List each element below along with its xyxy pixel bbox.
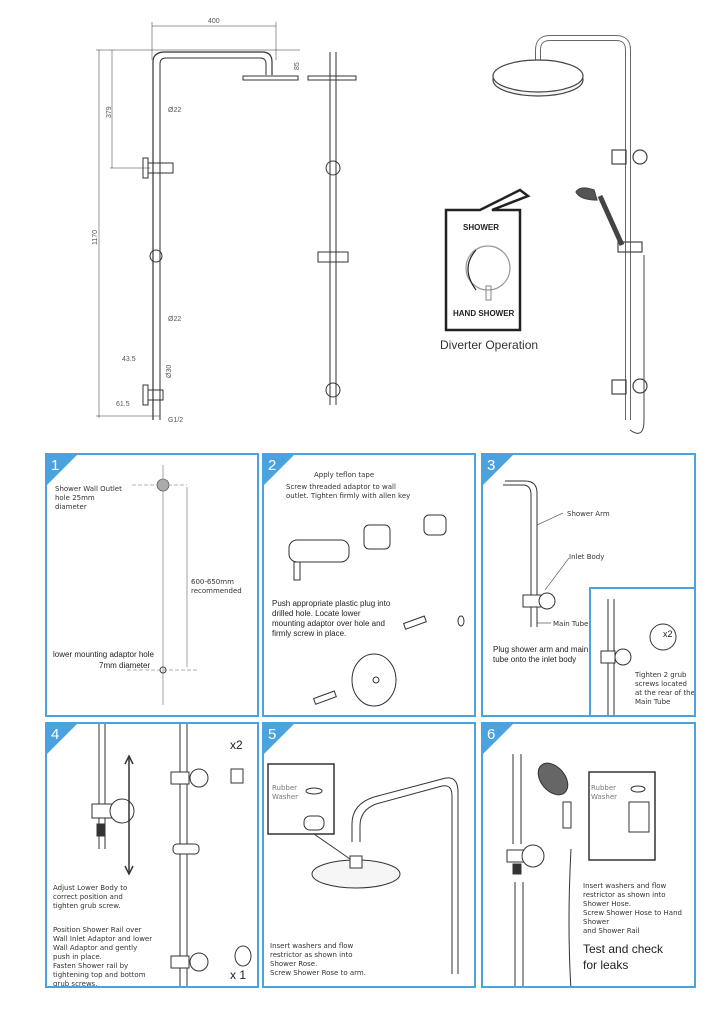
lower-hole-note: lower mounting adaptor hole — [53, 650, 154, 659]
step-number: 5 — [268, 726, 277, 743]
diverter-hand-shower-label: HAND SHOWER — [453, 309, 515, 318]
step-5-panel: 5 Rubber Washer Insert washers and flow … — [262, 722, 476, 988]
screw-rose-note: Screw Shower Rose to arm. — [270, 969, 366, 977]
step-4-panel: 4 x2 x 1 Adjust Lower Body to correct po… — [45, 722, 259, 988]
fasten-note: Fasten Shower rail by tightening top and… — [53, 962, 146, 988]
insert-rose-note: Insert washers and flow restrictor as sh… — [270, 942, 354, 968]
step-number: 6 — [487, 726, 496, 743]
step-2-panel: 2 Apply teflon tape Screw threaded adapt… — [262, 453, 476, 717]
step-number-badge — [264, 724, 294, 754]
dim-width: 400 — [208, 18, 220, 25]
plastic-plug-note: Push appropriate plastic plug into drill… — [272, 599, 391, 638]
technical-drawing: 400 85 379 Ø22 1170 Ø22 43.5 Ø30 61.5 G1… — [0, 0, 724, 440]
plug-arm-note: Plug shower arm and main tube onto the i… — [493, 645, 589, 664]
screw-adaptor-note: Screw threaded adaptor to wall outlet. T… — [286, 483, 411, 500]
dim-tube-dia-lower: Ø22 — [168, 316, 182, 323]
distance-note: 600-650mm recommended — [191, 578, 242, 595]
grub-count-top: x2 — [230, 738, 243, 752]
shower-illustration — [444, 35, 648, 434]
grub-count-bottom: x 1 — [230, 968, 247, 982]
outlet-note: Shower Wall Outlet hole 25mm diameter — [55, 485, 122, 511]
test-note: Test and check for leaks — [583, 942, 664, 972]
adjust-note: Adjust Lower Body to correct position an… — [53, 884, 128, 910]
shower-arm-label: Shower Arm — [567, 510, 610, 518]
step-number-badge — [264, 455, 294, 485]
lower-dia-note: 7mm diameter — [99, 661, 151, 670]
step-number: 2 — [268, 457, 277, 474]
teflon-note: Apply teflon tape — [314, 471, 375, 479]
rail-note: and Shower Rail — [583, 927, 640, 935]
rail-note: Position Shower Rail over Wall Inlet Ada… — [53, 926, 153, 961]
step-3-panel: 3 Shower Arm Inlet Body Main Tube Plug s… — [481, 453, 696, 717]
dim-bottom-offset: 61.5 — [116, 401, 130, 408]
dim-lower-offset: 43.5 — [122, 356, 136, 363]
diverter-caption: Diverter Operation — [440, 338, 539, 352]
step-number-badge — [47, 724, 77, 754]
step-number: 4 — [51, 726, 60, 743]
rubber-washer-label: Rubber Washer — [591, 784, 618, 801]
main-tube-label: Main Tube — [553, 620, 589, 628]
inlet-body-label: Inlet Body — [569, 553, 605, 561]
diverter-shower-label: SHOWER — [463, 223, 499, 232]
step-number-badge — [483, 724, 513, 754]
dimension-drawing — [96, 22, 357, 420]
step-number-badge — [483, 455, 513, 485]
step-number: 1 — [51, 457, 60, 474]
grub-count: x2 — [663, 629, 673, 639]
grub-note: Tighten 2 grub screws located at the rea… — [635, 671, 695, 706]
step-number-badge — [47, 455, 77, 485]
step-6-panel: 6 Rubber Washer Insert washers and flow … — [481, 722, 696, 988]
dim-thread: G1/2 — [168, 417, 184, 424]
rubber-washer-label: Rubber Washer — [272, 784, 299, 801]
step-1-panel: 1 Shower Wall Outlet hole 25mm diameter … — [45, 453, 259, 717]
dim-tube-dia-upper: Ø22 — [168, 107, 182, 114]
hose-note: Screw Shower Hose to Hand Shower — [583, 909, 682, 926]
insert-hose-note: Insert washers and flow restrictor as sh… — [583, 882, 667, 908]
step-number: 3 — [487, 457, 496, 474]
